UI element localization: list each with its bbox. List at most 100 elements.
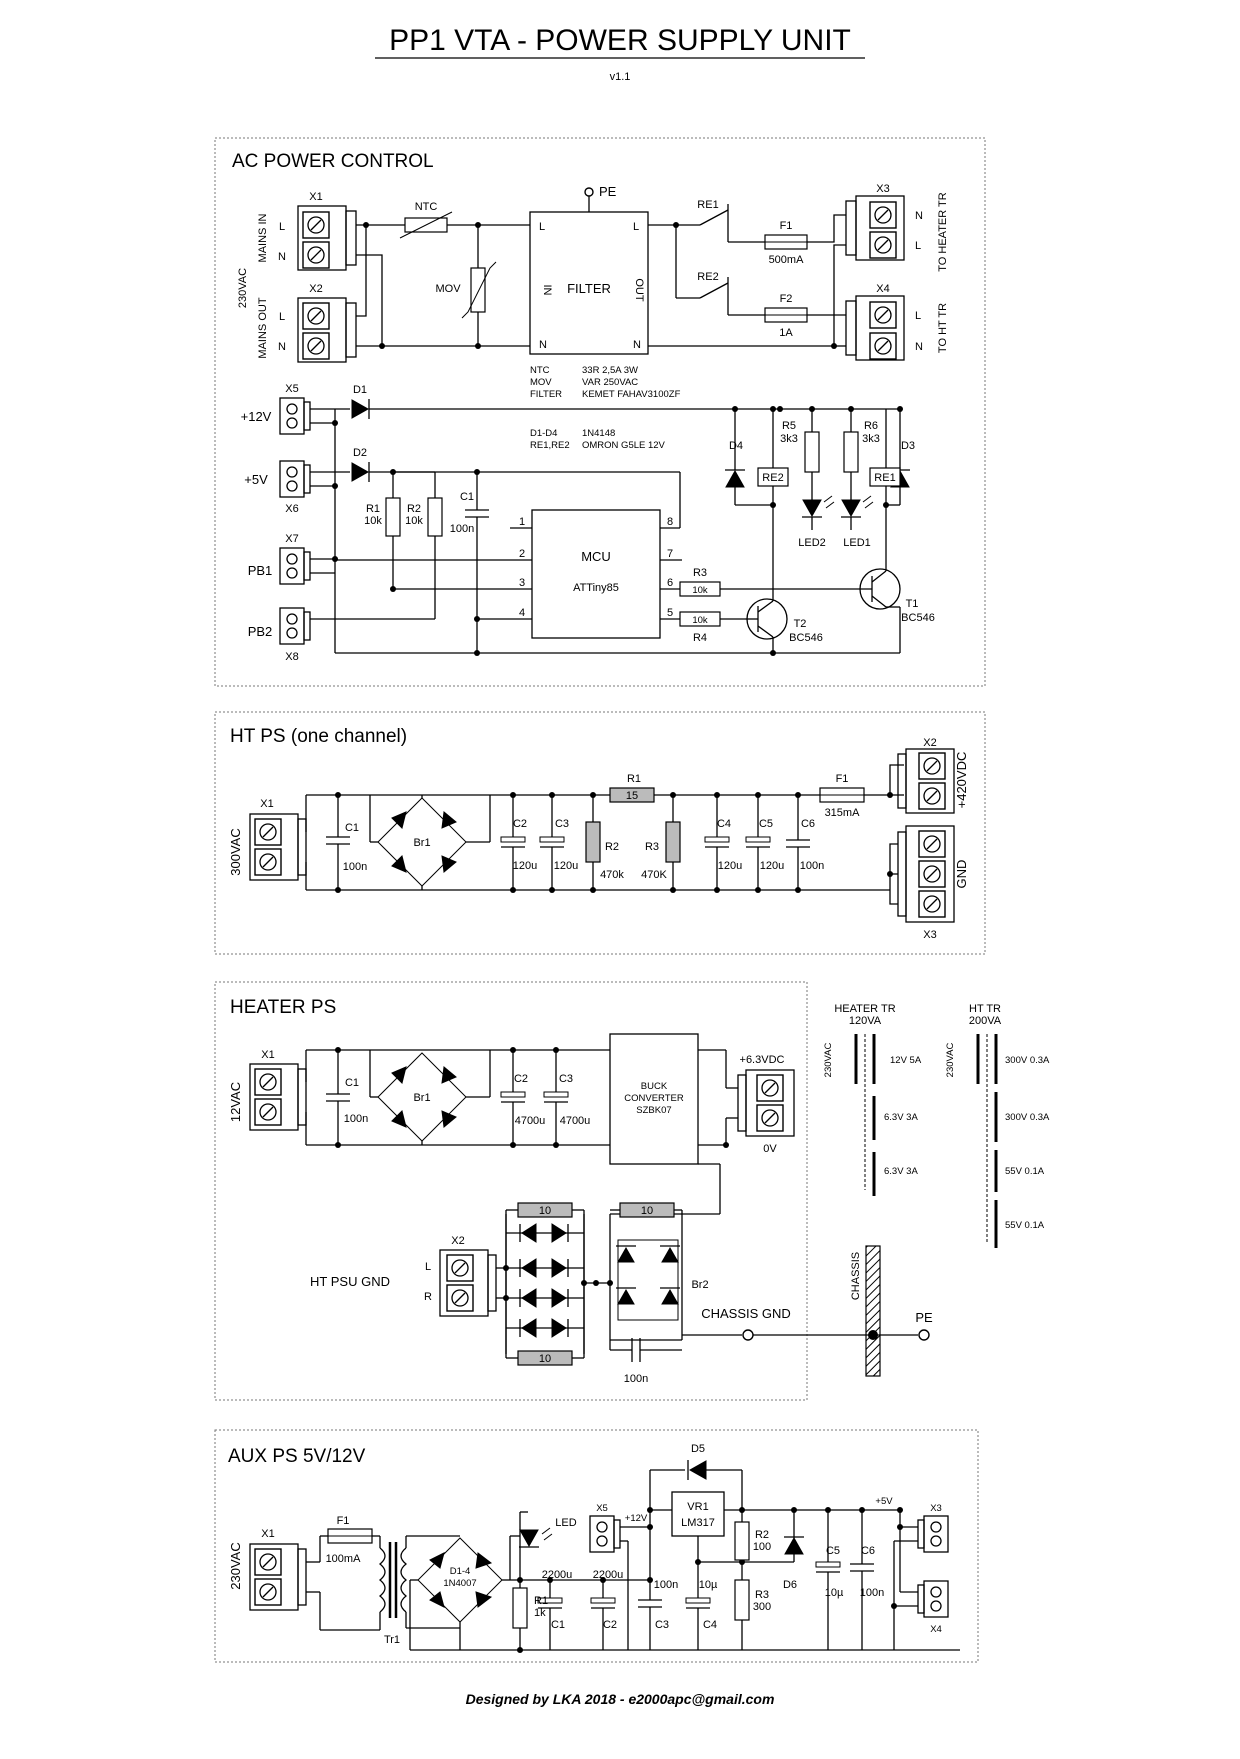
svg-text:L: L [915, 240, 921, 252]
svg-text:VAR 250VAC: VAR 250VAC [582, 377, 638, 388]
svg-text:L: L [279, 311, 285, 323]
svg-text:100n: 100n [343, 861, 367, 873]
ht-x2-block [905, 748, 955, 814]
svg-text:LED1: LED1 [843, 537, 871, 549]
svg-text:LM317: LM317 [681, 1517, 715, 1529]
svg-text:R2: R2 [605, 841, 619, 853]
svg-text:R3: R3 [645, 841, 659, 853]
ac-x3-label: X3 [876, 183, 889, 195]
svg-text:100n: 100n [624, 1373, 648, 1385]
svg-text:10k: 10k [692, 615, 708, 626]
svg-text:F1: F1 [337, 1515, 350, 1527]
svg-text:2: 2 [519, 548, 525, 560]
heater-c2 [500, 1091, 526, 1098]
ntc-label: NTC [415, 201, 438, 213]
svg-text:100: 100 [753, 1541, 771, 1553]
svg-text:4: 4 [519, 607, 525, 619]
ht-c4 [704, 836, 730, 843]
transistor-t1 [859, 568, 901, 610]
ac-component-notes: NTC 33R 2,5A 3W MOV VAR 250VAC FILTER KE… [530, 365, 681, 451]
ht-psu-gnd-label: HT PSU GND [310, 1274, 390, 1289]
svg-text:230VAC: 230VAC [823, 1043, 834, 1078]
svg-text:L: L [915, 310, 921, 322]
ac-x3-block [855, 195, 905, 261]
svg-text:R3: R3 [693, 567, 707, 579]
svg-text:FILTER: FILTER [530, 389, 562, 400]
svg-text:R6: R6 [864, 420, 878, 432]
heater-section-title: HEATER PS [230, 997, 336, 1018]
svg-text:100n: 100n [860, 1587, 884, 1599]
svg-text:HEATER TR: HEATER TR [834, 1003, 895, 1015]
svg-text:Br1: Br1 [413, 837, 430, 849]
ac-r2 [427, 497, 443, 537]
svg-text:D3: D3 [901, 440, 915, 452]
svg-text:1N4007: 1N4007 [443, 1578, 476, 1589]
svg-text:GND: GND [954, 860, 969, 889]
svg-text:300VAC: 300VAC [228, 828, 243, 875]
section-aux-ps: AUX PS 5V/12V 230VAC X1 F1 100mA Tr1 [214, 1429, 979, 1663]
svg-text:N: N [915, 210, 923, 222]
chassis-gnd-label: CHASSIS GND [701, 1306, 791, 1321]
svg-text:N: N [539, 339, 547, 351]
svg-text:PE: PE [915, 1310, 933, 1325]
ac-x2-label: X2 [309, 283, 322, 295]
diode-d2 [351, 462, 370, 482]
svg-text:5: 5 [667, 607, 673, 619]
svg-text:10k: 10k [405, 515, 423, 527]
heater-output-label: +6.3VDC [740, 1054, 785, 1066]
svg-text:1: 1 [519, 516, 525, 528]
svg-text:10k: 10k [364, 515, 382, 527]
svg-text:BUCK: BUCK [641, 1081, 668, 1092]
ht-c5 [745, 836, 771, 843]
re1-contact [699, 209, 729, 226]
svg-text:+12V: +12V [625, 1513, 648, 1524]
aux-c2 [590, 1597, 616, 1604]
aux-led [519, 1529, 539, 1548]
svg-text:C3: C3 [655, 1619, 669, 1631]
svg-text:R3: R3 [755, 1589, 769, 1601]
svg-text:R1: R1 [534, 1595, 548, 1607]
svg-text:100n: 100n [344, 1113, 368, 1125]
ht-bridge-br1: Br1 [377, 797, 467, 887]
svg-text:10: 10 [641, 1205, 653, 1217]
ht-output-label: +420VDC [954, 752, 969, 809]
p12v-label: +12V [241, 409, 272, 424]
ht-c2 [500, 836, 526, 843]
heater-bridge-br1: Br1 [377, 1052, 467, 1142]
aux-c1 [537, 1597, 563, 1604]
ht-section-frame [214, 711, 986, 955]
svg-text:C4: C4 [717, 818, 731, 830]
svg-text:X4: X4 [930, 1624, 942, 1635]
re2-contact [699, 282, 729, 299]
svg-text:SZBK07: SZBK07 [636, 1105, 671, 1116]
chassis-gnd-terminal [742, 1329, 754, 1341]
svg-text:230VAC: 230VAC [228, 1542, 243, 1589]
svg-text:100n: 100n [800, 860, 824, 872]
ac-r6 [843, 431, 859, 473]
svg-text:C1: C1 [460, 491, 474, 503]
svg-text:4700u: 4700u [560, 1115, 591, 1127]
svg-text:C4: C4 [703, 1619, 717, 1631]
svg-text:120VA: 120VA [849, 1015, 882, 1027]
svg-text:+5V: +5V [875, 1496, 893, 1507]
svg-text:55V 0.1A: 55V 0.1A [1005, 1220, 1045, 1231]
svg-text:3: 3 [519, 577, 525, 589]
svg-text:R4: R4 [693, 632, 707, 644]
diode-d1 [351, 399, 370, 419]
p5v-label: +5V [244, 472, 268, 487]
ac-x2-l-terminal [302, 302, 330, 330]
section-ac-power-control: AC POWER CONTROL 230VAC MAINS IN MAINS O… [214, 137, 986, 687]
svg-text:OUT: OUT [633, 278, 645, 302]
aux-x4-header [923, 1580, 949, 1618]
ac-section-frame [214, 137, 986, 687]
ac-x5-label: X5 [285, 383, 298, 395]
heater-out-block [745, 1069, 795, 1137]
mains-out-label: MAINS OUT [257, 297, 269, 358]
svg-text:Br2: Br2 [691, 1279, 708, 1291]
svg-text:OMRON G5LE 12V: OMRON G5LE 12V [582, 440, 666, 451]
svg-text:10µ: 10µ [825, 1587, 844, 1599]
svg-text:MCU: MCU [581, 549, 611, 564]
svg-text:RE1: RE1 [874, 472, 895, 484]
svg-text:C2: C2 [513, 818, 527, 830]
